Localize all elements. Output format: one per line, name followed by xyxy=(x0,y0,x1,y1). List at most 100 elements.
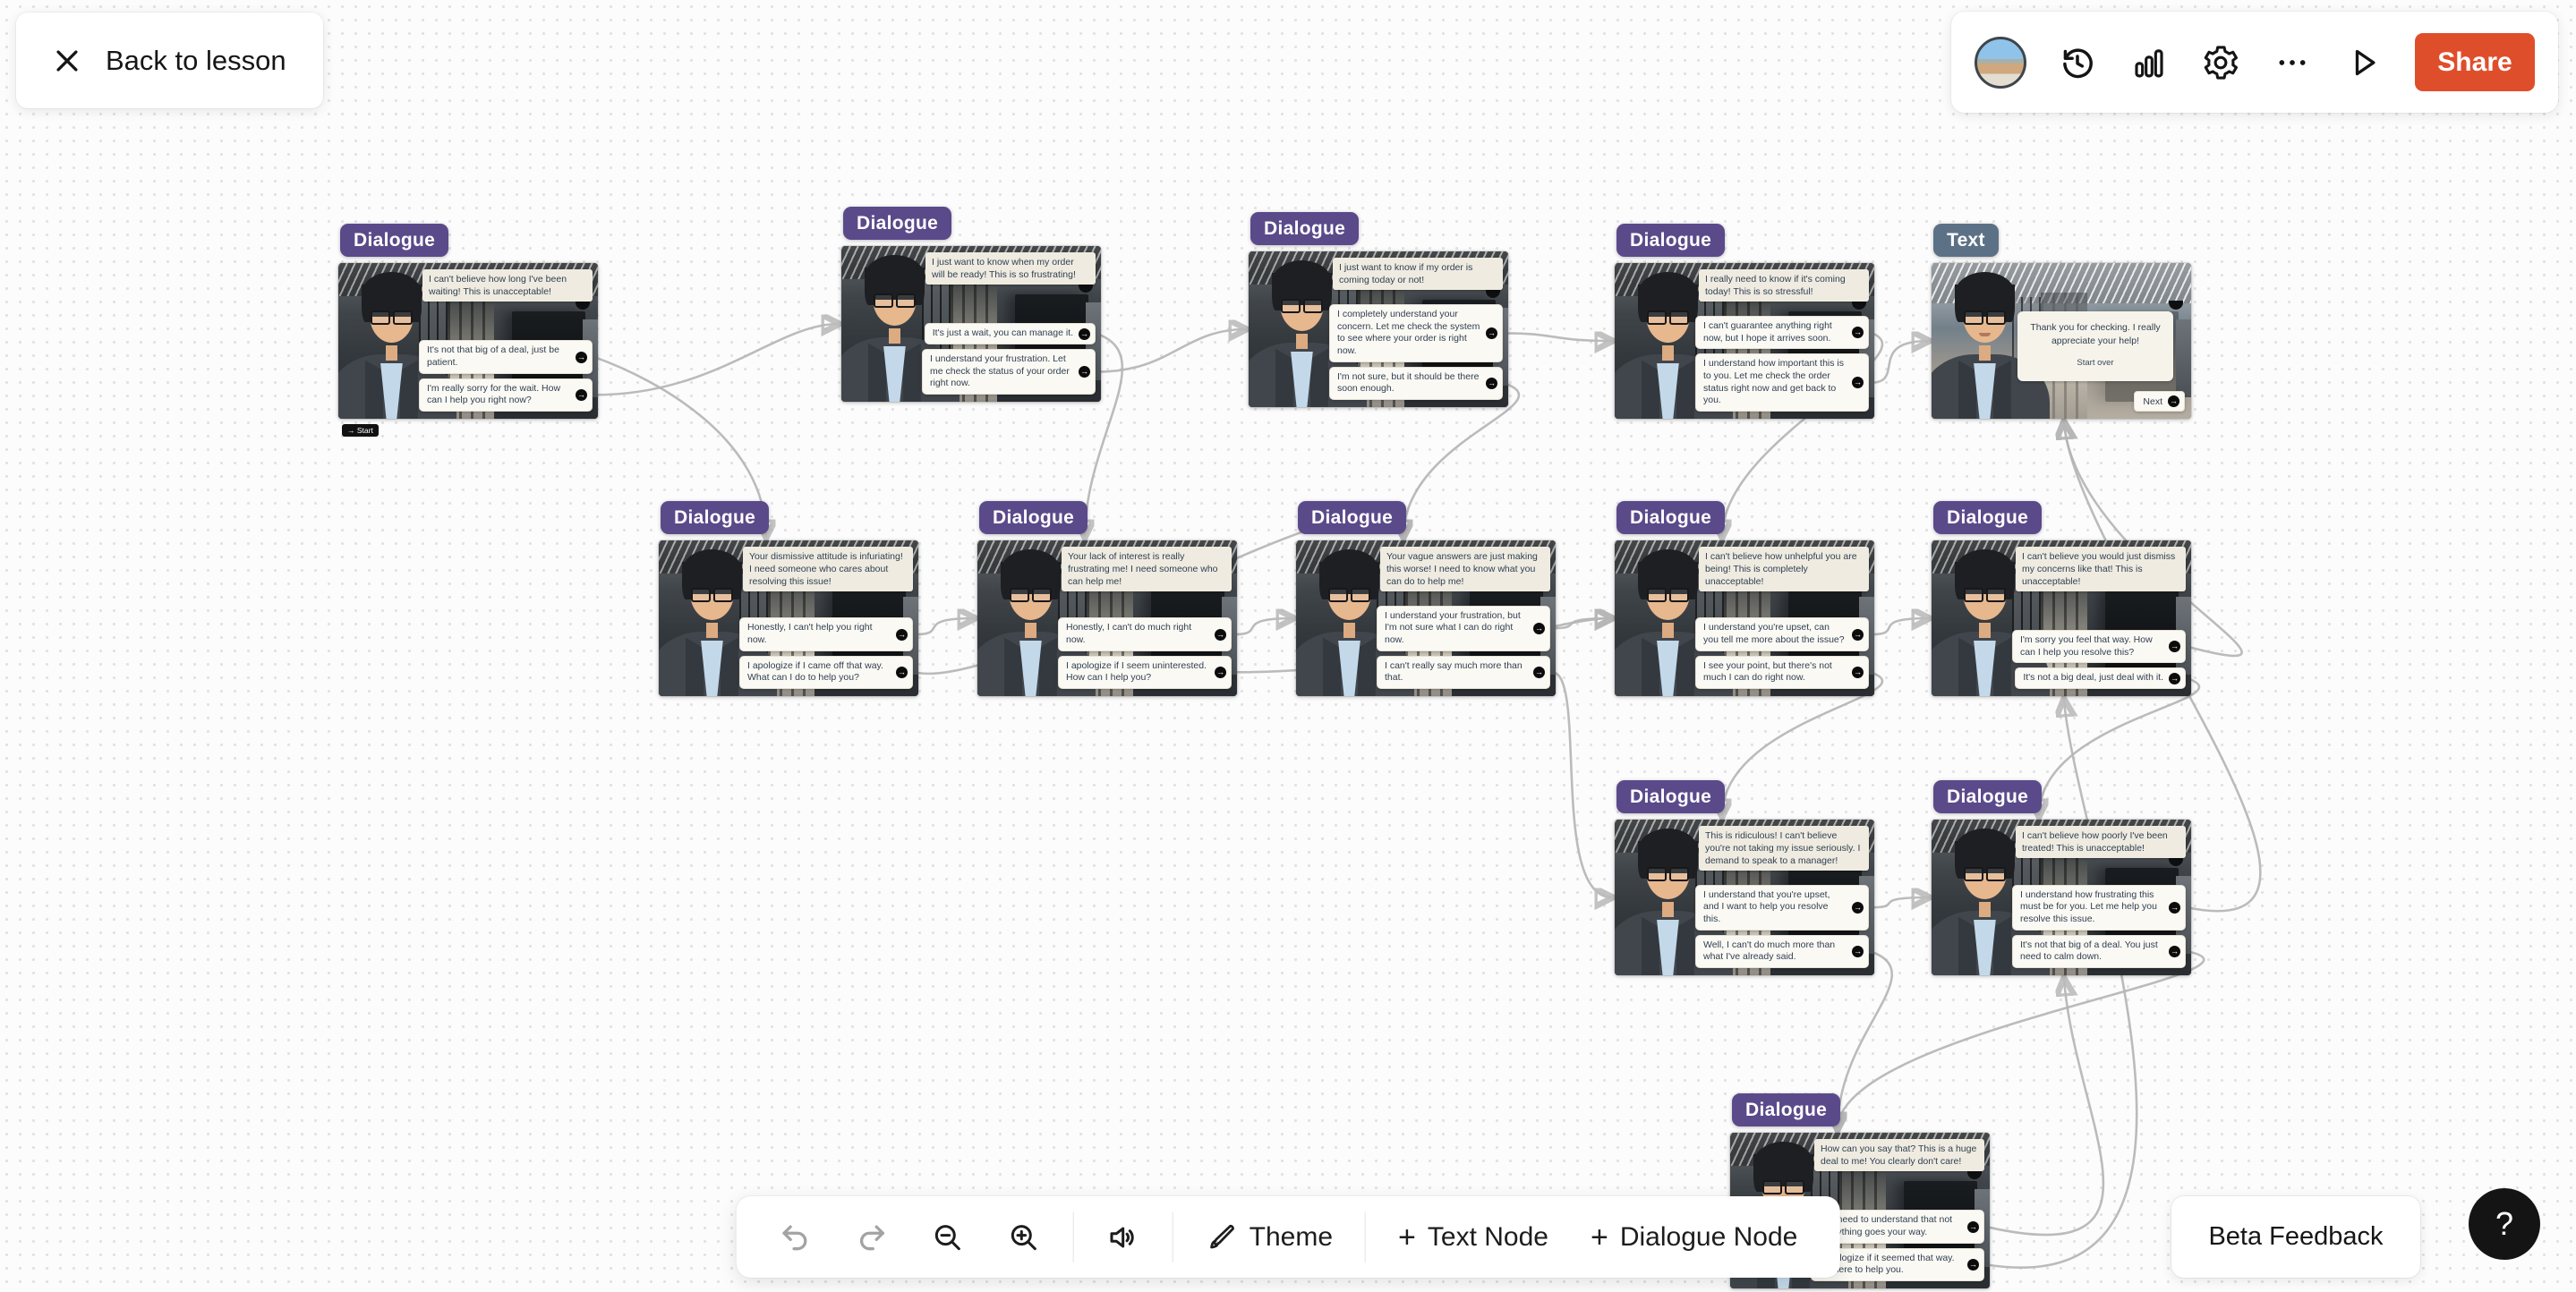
arrow-right-icon[interactable]: → xyxy=(1852,628,1864,641)
reply-option[interactable]: I understand how frustrating this must b… xyxy=(2012,884,2186,931)
reply-option[interactable]: I can't really say much more than that.→ xyxy=(1377,655,1550,689)
dialogue-node[interactable]: Dialogue I really need to know if it's co… xyxy=(1615,224,1874,419)
video-thumbnail[interactable]: Your dismissive attitude is infuriating!… xyxy=(659,540,918,696)
reply-option[interactable]: It's just a wait, you can manage it.→ xyxy=(924,323,1096,345)
video-thumbnail[interactable]: Your vague answers are just making this … xyxy=(1296,540,1556,696)
arrow-right-icon[interactable]: → xyxy=(1486,327,1497,339)
node-type-badge[interactable]: Dialogue xyxy=(340,224,449,257)
next-button[interactable]: Next→ xyxy=(2134,391,2185,412)
dialogue-node[interactable]: Dialogue I just want to know when my orde… xyxy=(841,207,1101,402)
dialogue-node[interactable]: Dialogue I can't believe how long I've be… xyxy=(338,224,598,437)
arrow-right-icon[interactable]: → xyxy=(1852,666,1864,678)
arrow-right-icon[interactable]: → xyxy=(896,666,908,678)
video-thumbnail[interactable]: Thank you for checking. I really appreci… xyxy=(1932,263,2191,419)
reply-option[interactable]: It's not that big of a deal, just be pat… xyxy=(419,340,593,374)
video-thumbnail[interactable]: Your lack of interest is really frustrat… xyxy=(977,540,1237,696)
arrow-right-icon[interactable]: → xyxy=(896,628,908,641)
arrow-right-icon[interactable]: → xyxy=(1533,622,1545,634)
add-dialogue-node-button[interactable]: + Dialogue Node xyxy=(1575,1209,1813,1266)
back-to-lesson-button[interactable]: Back to lesson xyxy=(16,13,323,108)
node-type-badge[interactable]: Dialogue xyxy=(979,501,1088,534)
audio-button[interactable] xyxy=(1091,1209,1156,1266)
reply-option[interactable]: I see your point, but there's not much I… xyxy=(1695,655,1869,689)
reply-option[interactable]: I apologize if I came off that way. What… xyxy=(739,655,913,689)
history-icon[interactable] xyxy=(2057,42,2098,83)
share-button[interactable]: Share xyxy=(2415,33,2535,91)
node-type-badge[interactable]: Dialogue xyxy=(1732,1093,1841,1126)
reply-option[interactable]: Honestly, I can't do much right now.→ xyxy=(1058,617,1232,651)
node-type-badge[interactable]: Dialogue xyxy=(1250,212,1360,245)
video-thumbnail[interactable]: I can't believe how unhelpful you are be… xyxy=(1615,540,1874,696)
arrow-right-icon[interactable]: → xyxy=(1852,945,1864,957)
video-thumbnail[interactable]: I can't believe how long I've been waiti… xyxy=(338,263,598,419)
reply-option[interactable]: I understand your frustration, but I'm n… xyxy=(1377,605,1550,651)
reply-option[interactable]: I completely understand your concern. Le… xyxy=(1329,304,1503,362)
dialogue-node[interactable]: Dialogue I can't believe how poorly I've … xyxy=(1932,780,2191,975)
reply-option[interactable]: Honestly, I can't help you right now.→ xyxy=(739,617,913,651)
play-icon[interactable] xyxy=(2343,42,2384,83)
arrow-right-icon[interactable]: → xyxy=(1967,1220,1979,1233)
dialogue-node[interactable]: Dialogue I can't believe how unhelpful yo… xyxy=(1615,501,1874,696)
arrow-right-icon[interactable]: → xyxy=(2169,945,2180,957)
help-button[interactable]: ? xyxy=(2469,1188,2540,1260)
arrow-right-icon[interactable]: → xyxy=(1486,377,1497,389)
start-over-label[interactable]: Start over xyxy=(2077,358,2114,369)
node-type-badge[interactable]: Dialogue xyxy=(1933,501,2043,534)
node-type-badge[interactable]: Dialogue xyxy=(1616,224,1726,257)
arrow-right-icon[interactable]: → xyxy=(1079,366,1090,378)
arrow-right-icon[interactable]: → xyxy=(576,351,587,363)
arrow-right-icon[interactable]: → xyxy=(2169,672,2180,684)
dialogue-node[interactable]: Dialogue I can't believe you would just d… xyxy=(1932,501,2191,696)
video-thumbnail[interactable]: I can't believe how poorly I've been tre… xyxy=(1932,820,2191,975)
arrow-right-icon[interactable]: → xyxy=(576,388,587,401)
node-type-badge[interactable]: Dialogue xyxy=(1616,780,1726,813)
arrow-right-icon[interactable]: → xyxy=(2169,901,2180,914)
node-type-badge[interactable]: Dialogue xyxy=(1616,501,1726,534)
beta-feedback-button[interactable]: Beta Feedback xyxy=(2171,1196,2420,1278)
arrow-right-icon[interactable]: → xyxy=(1215,628,1226,641)
arrow-right-icon[interactable]: → xyxy=(1852,901,1864,914)
avatar[interactable] xyxy=(1975,36,2026,89)
arrow-right-icon[interactable]: → xyxy=(1852,377,1864,389)
zoom-out-button[interactable] xyxy=(916,1209,980,1266)
arrow-right-icon[interactable]: → xyxy=(1852,327,1864,339)
add-text-node-button[interactable]: + Text Node xyxy=(1383,1209,1564,1266)
reply-option[interactable]: I understand your frustration. Let me ch… xyxy=(922,349,1096,395)
video-thumbnail[interactable]: I really need to know if it's coming tod… xyxy=(1615,263,1874,419)
video-thumbnail[interactable]: I can't believe you would just dismiss m… xyxy=(1932,540,2191,696)
reply-option[interactable]: I apologize if I seem uninterested. How … xyxy=(1058,655,1232,689)
reply-option[interactable]: I understand that you're upset, and I wa… xyxy=(1695,884,1869,931)
reply-option[interactable]: I'm sorry you feel that way. How can I h… xyxy=(2012,630,2186,664)
more-icon[interactable] xyxy=(2272,42,2313,83)
undo-button[interactable] xyxy=(763,1209,828,1266)
video-thumbnail[interactable]: I just want to know if my order is comin… xyxy=(1249,251,1508,407)
analytics-icon[interactable] xyxy=(2128,42,2170,83)
reply-option[interactable]: I understand you're upset, can you tell … xyxy=(1695,617,1869,651)
reply-option[interactable]: It's not a big deal, just deal with it.→ xyxy=(2015,667,2186,689)
reply-option[interactable]: I understand how important this is to yo… xyxy=(1695,353,1869,412)
redo-button[interactable] xyxy=(840,1209,904,1266)
arrow-right-icon[interactable]: → xyxy=(1967,1258,1979,1271)
node-type-badge[interactable]: Dialogue xyxy=(1933,780,2043,813)
arrow-right-icon[interactable]: → xyxy=(1215,666,1226,678)
reply-option[interactable]: It's not that big of a deal. You just ne… xyxy=(2012,934,2186,968)
reply-option[interactable]: I apologize if it seemed that way. I'm h… xyxy=(1811,1247,1984,1281)
node-type-badge[interactable]: Dialogue xyxy=(843,207,952,240)
reply-option[interactable]: Well, I can't do much more than what I'v… xyxy=(1695,934,1869,968)
video-thumbnail[interactable]: I just want to know when my order will b… xyxy=(841,246,1101,402)
arrow-right-icon[interactable]: → xyxy=(2169,641,2180,653)
dialogue-node[interactable]: Dialogue I just want to know if my order … xyxy=(1249,212,1508,407)
arrow-right-icon[interactable]: → xyxy=(1079,327,1090,340)
reply-option[interactable]: You need to understand that not everythi… xyxy=(1811,1210,1984,1244)
video-thumbnail[interactable]: This is ridiculous! I can't believe you'… xyxy=(1615,820,1874,975)
reply-option[interactable]: I'm really sorry for the wait. How can I… xyxy=(419,378,593,412)
node-type-badge[interactable]: Text xyxy=(1933,224,1999,257)
node-type-badge[interactable]: Dialogue xyxy=(1298,501,1407,534)
reply-option[interactable]: I can't guarantee anything right now, bu… xyxy=(1695,316,1869,350)
